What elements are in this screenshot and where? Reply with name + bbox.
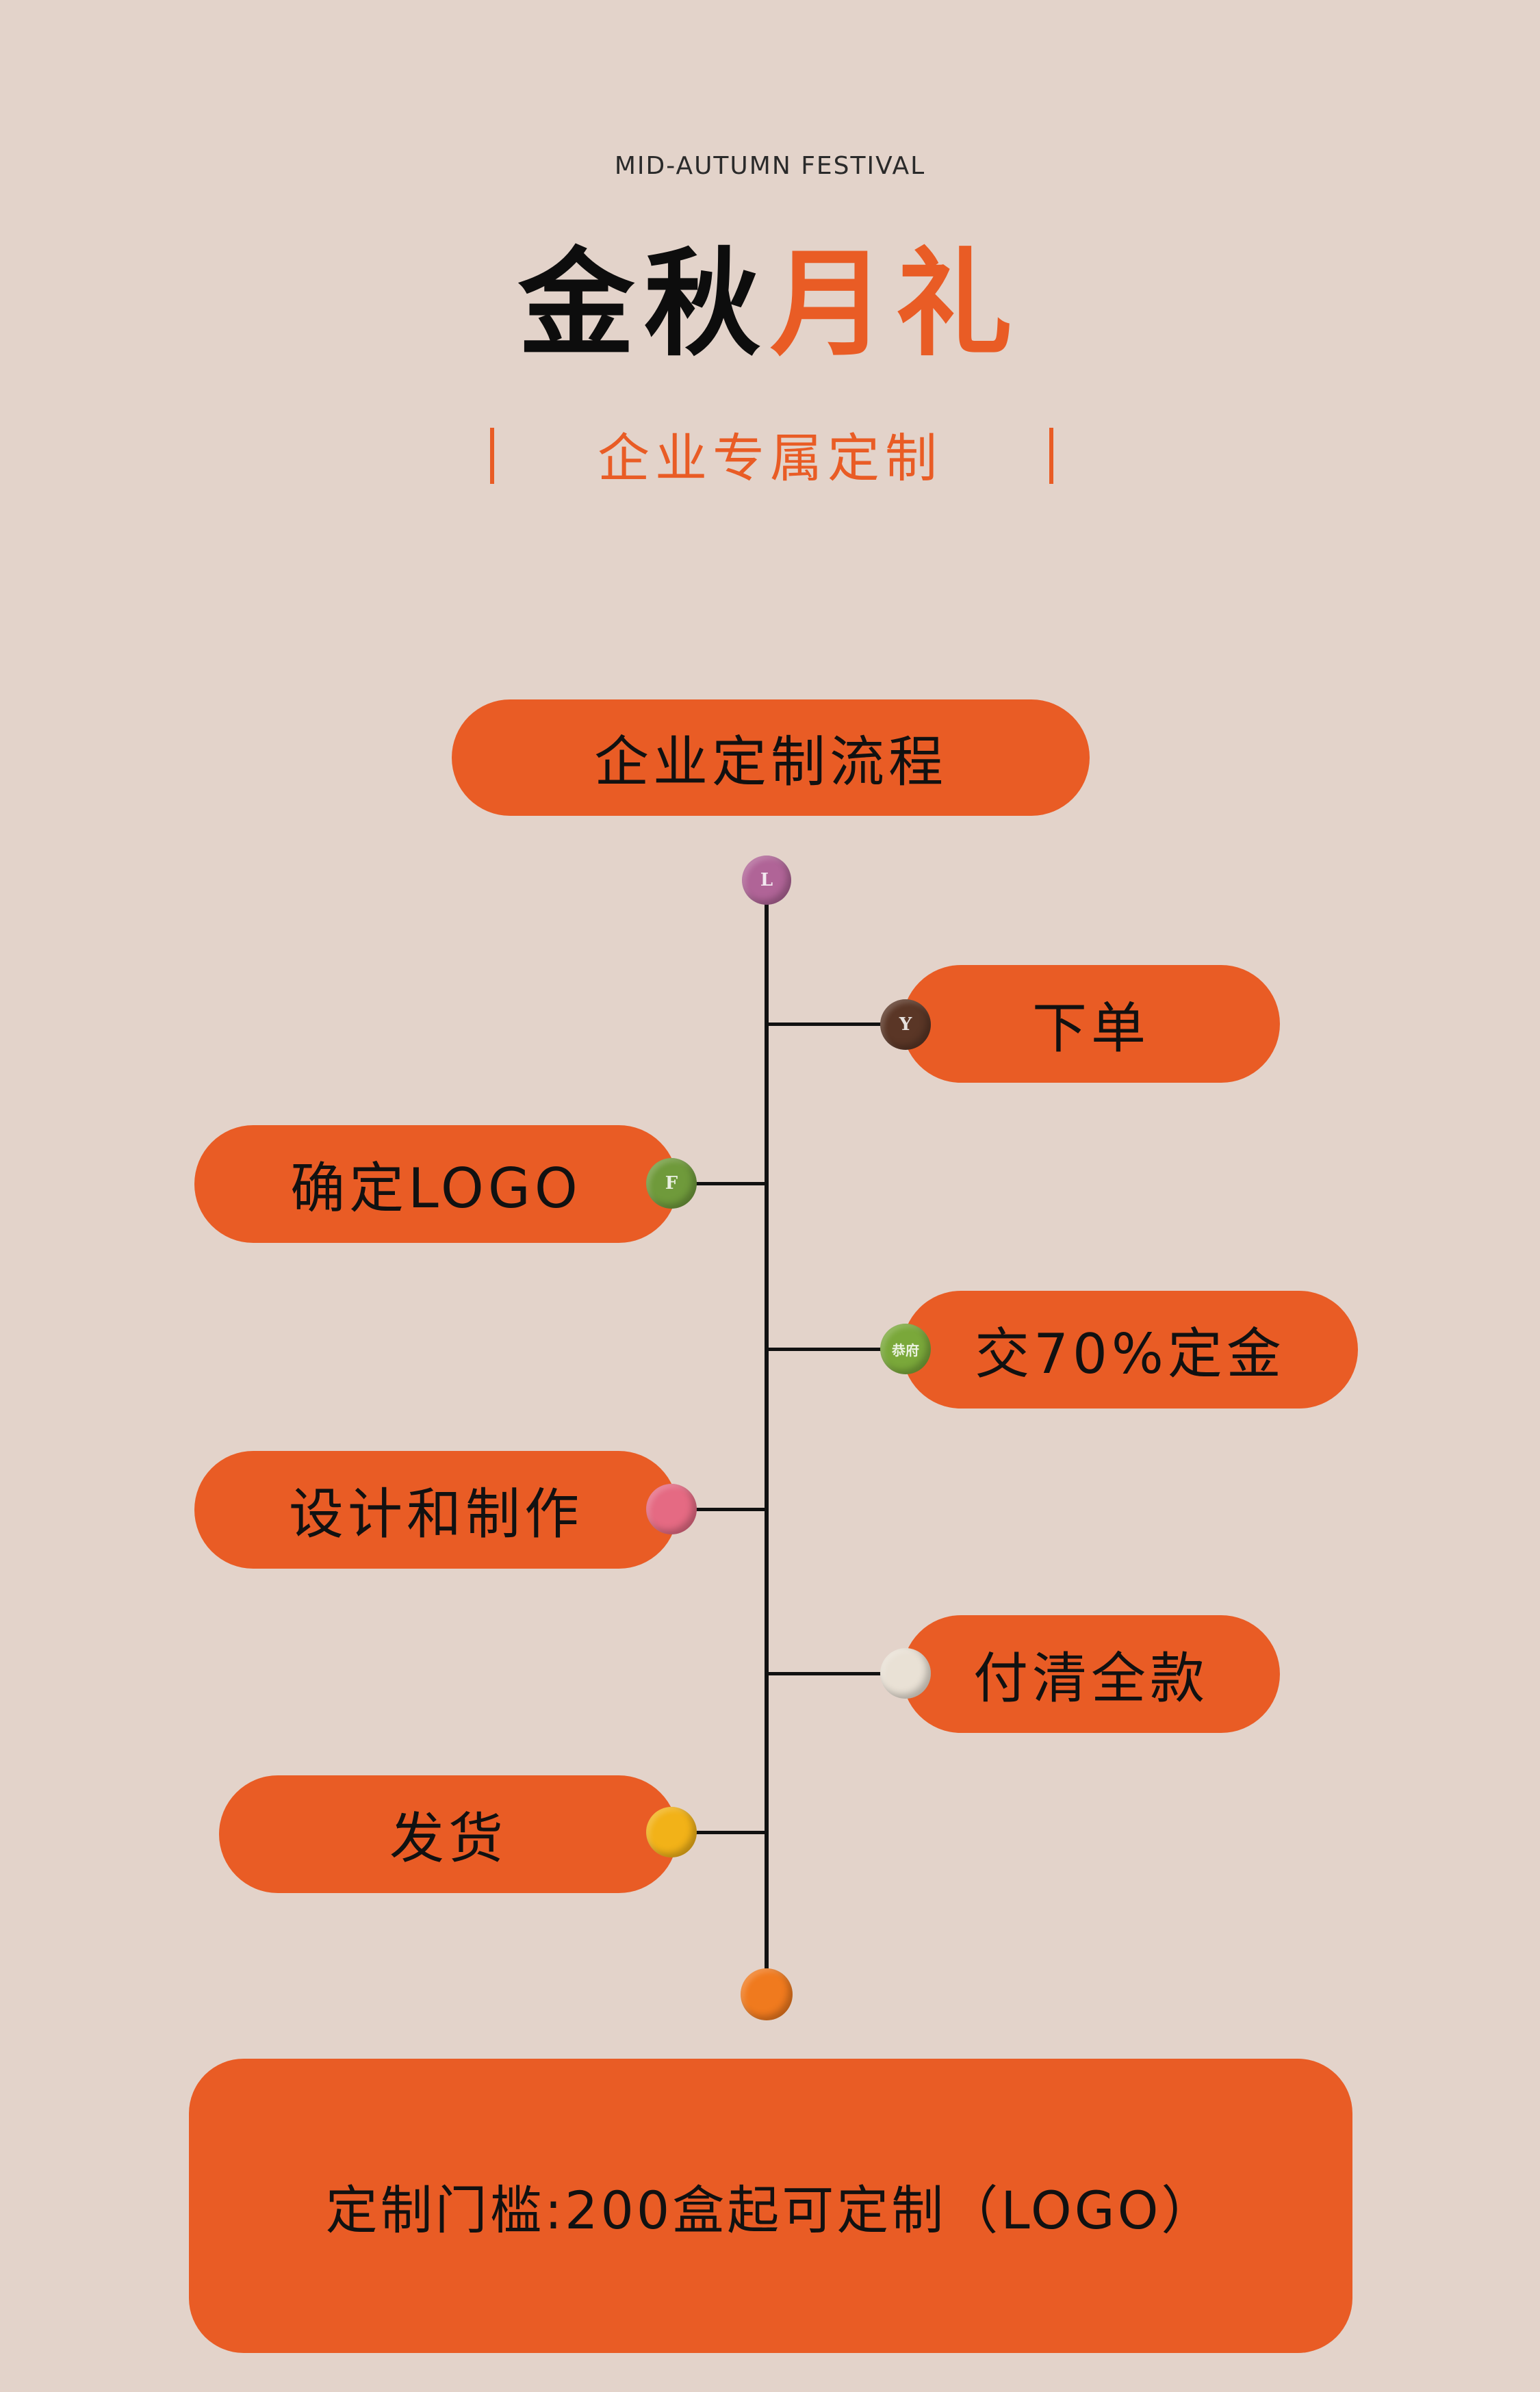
mooncake-top-icon: L (742, 856, 791, 905)
title-part-orange: 月礼 (770, 237, 1023, 372)
step1-label: 下单 (1032, 996, 1150, 1060)
mooncake-step6-icon (646, 1807, 697, 1857)
mooncake-step2-icon: F (646, 1158, 697, 1209)
mooncake-step1-icon: Y (880, 999, 931, 1050)
step2-pill: 确定LOGO (194, 1125, 678, 1243)
subtitle: 企业专属定制 (598, 428, 942, 489)
step2-label: 确定LOGO (290, 1157, 582, 1220)
mooncake-step4-icon (646, 1484, 697, 1534)
step5-label: 付清全款 (973, 1647, 1209, 1710)
step6-connector (678, 1831, 767, 1834)
mooncake-bottom-icon (741, 1968, 793, 2020)
mooncake-step3-icon: 恭府 (880, 1324, 931, 1374)
step2-connector (678, 1182, 767, 1185)
step3-connector (767, 1348, 890, 1351)
step4-label: 设计和制作 (289, 1482, 583, 1546)
step1-pill: 下单 (902, 965, 1280, 1083)
flow-trunk-line (765, 875, 769, 1993)
page-title: 金秋月礼 (0, 236, 1540, 373)
step6-label: 发货 (389, 1807, 507, 1870)
flow-title-pill: 企业定制流程 (452, 699, 1090, 816)
eyebrow-text: MID-AUTUMN FESTIVAL (614, 152, 926, 180)
title-part-black: 金秋 (517, 237, 770, 372)
step4-pill: 设计和制作 (194, 1451, 678, 1569)
step6-pill: 发货 (219, 1775, 678, 1893)
step3-pill: 交70%定金 (902, 1291, 1358, 1409)
flow-title: 企业定制流程 (594, 730, 947, 794)
subtitle-left-bar (490, 428, 494, 484)
subtitle-right-bar (1049, 428, 1053, 484)
footer-note-box: 定制门槛:200盒起可定制（LOGO） (189, 2059, 1352, 2353)
step4-connector (678, 1508, 767, 1511)
step1-connector (767, 1023, 890, 1026)
footer-note: 定制门槛:200盒起可定制（LOGO） (325, 2180, 1216, 2241)
mooncake-step5-icon (880, 1648, 931, 1699)
step5-connector (767, 1672, 890, 1675)
step5-pill: 付清全款 (902, 1615, 1280, 1733)
step3-label: 交70%定金 (975, 1322, 1285, 1386)
